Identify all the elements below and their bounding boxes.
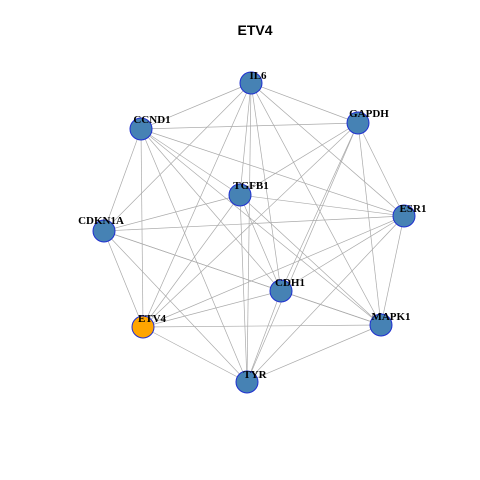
edge-mapk1-etv4 xyxy=(142,324,382,328)
edge-ccnd1-cdkn1a xyxy=(103,128,142,232)
node-label-esr1: ESR1 xyxy=(400,203,427,215)
edge-il6-tgfb1 xyxy=(239,82,252,196)
edge-cdh1-tyr xyxy=(246,290,282,383)
node-gapdh[interactable] xyxy=(346,111,370,135)
edge-il6-esr1 xyxy=(250,82,405,217)
node-esr1[interactable] xyxy=(392,204,416,228)
node-etv4[interactable] xyxy=(131,315,155,339)
edge-il6-ccnd1 xyxy=(140,82,252,130)
edge-tgfb1-tyr xyxy=(239,194,248,383)
edge-esr1-etv4 xyxy=(142,215,405,328)
node-cdh1[interactable] xyxy=(269,279,293,303)
edge-ccnd1-cdh1 xyxy=(140,128,282,292)
edge-ccnd1-mapk1 xyxy=(140,128,382,326)
node-label-cdkn1a: CDKN1A xyxy=(78,215,124,227)
edge-esr1-cdkn1a xyxy=(103,215,405,232)
node-label-tgfb1: TGFB1 xyxy=(233,180,268,192)
node-mapk1[interactable] xyxy=(369,313,393,337)
edge-il6-etv4 xyxy=(142,82,252,328)
node-tgfb1[interactable] xyxy=(228,183,252,207)
edge-il6-gapdh xyxy=(250,82,359,124)
edge-ccnd1-etv4 xyxy=(140,128,144,328)
edge-ccnd1-tyr xyxy=(140,128,248,383)
edge-gapdh-ccnd1 xyxy=(140,122,359,130)
edge-il6-mapk1 xyxy=(250,82,382,326)
node-label-cdh1: CDH1 xyxy=(275,277,305,289)
node-tyr[interactable] xyxy=(235,370,259,394)
edge-cdh1-mapk1 xyxy=(280,290,382,326)
edge-esr1-tyr xyxy=(246,215,405,383)
node-label-gapdh: GAPDH xyxy=(349,108,389,120)
node-layer xyxy=(92,71,416,394)
edge-tgfb1-mapk1 xyxy=(239,194,382,326)
edge-ccnd1-esr1 xyxy=(140,128,405,217)
edge-gapdh-tgfb1 xyxy=(239,122,359,196)
edge-esr1-mapk1 xyxy=(380,215,405,326)
node-ccnd1[interactable] xyxy=(129,117,153,141)
diagram-title: ETV4 xyxy=(237,22,272,38)
node-label-mapk1: MAPK1 xyxy=(371,311,410,323)
edge-il6-cdkn1a xyxy=(103,82,252,232)
edge-esr1-cdh1 xyxy=(280,215,405,292)
edge-tgfb1-cdh1 xyxy=(239,194,282,292)
edge-gapdh-etv4 xyxy=(142,122,359,328)
edge-il6-cdh1 xyxy=(250,82,282,292)
node-label-il6: IL6 xyxy=(249,70,267,82)
node-cdkn1a[interactable] xyxy=(92,219,116,243)
edge-gapdh-mapk1 xyxy=(357,122,382,326)
edge-tgfb1-esr1 xyxy=(239,194,405,217)
edge-mapk1-tyr xyxy=(246,324,382,383)
edge-il6-tyr xyxy=(246,82,252,383)
edge-tgfb1-cdkn1a xyxy=(103,194,241,232)
node-label-etv4: ETV4 xyxy=(138,313,167,325)
node-il6[interactable] xyxy=(239,71,263,95)
node-label-tyr: TYR xyxy=(243,369,267,381)
edge-etv4-tyr xyxy=(142,326,248,383)
edge-gapdh-esr1 xyxy=(357,122,405,217)
edge-ccnd1-tgfb1 xyxy=(140,128,241,196)
edge-layer xyxy=(103,82,405,383)
edge-cdh1-etv4 xyxy=(142,290,282,328)
edge-cdkn1a-etv4 xyxy=(103,230,144,328)
node-label-ccnd1: CCND1 xyxy=(133,114,170,126)
edge-cdkn1a-tyr xyxy=(103,230,248,383)
